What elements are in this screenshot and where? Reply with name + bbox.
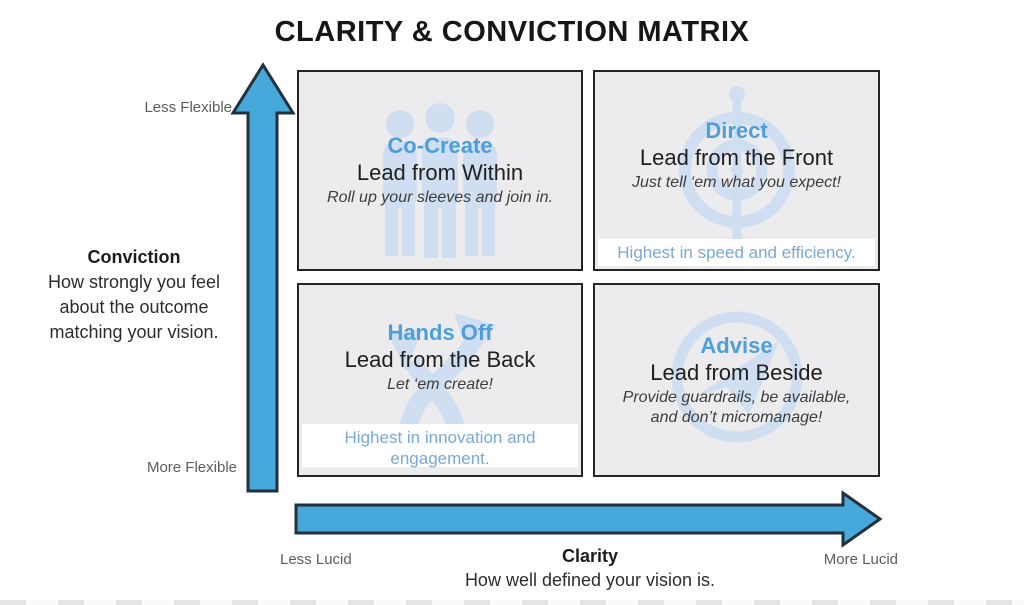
vertical-axis-arrow-icon xyxy=(230,62,296,493)
quadrant-tagline: Just tell ‘em what you expect! xyxy=(632,174,841,191)
quadrant-title: Direct xyxy=(705,118,768,143)
quadrant-subtitle: Lead from Beside xyxy=(650,359,823,385)
quadrant-content: Hands Off Lead from the Back Let ‘em cre… xyxy=(345,320,536,395)
x-axis-right-label: More Lucid xyxy=(823,551,898,568)
horizontal-axis-arrow-icon xyxy=(294,490,883,548)
cropped-next-row-edge xyxy=(0,600,1024,605)
page-title: CLARITY & CONVICTION MATRIX xyxy=(274,16,750,48)
y-axis-description-line: about the outcome xyxy=(59,297,209,317)
quadrant-note: Highest in innovation and engagement. xyxy=(302,424,578,468)
quadrant-advise: Advise Lead from Beside Provide guardrai… xyxy=(593,283,880,477)
quadrant-title: Advise xyxy=(700,332,773,358)
quadrant-content: Co-Create Lead from Within Roll up your … xyxy=(327,133,553,208)
y-axis-title-block: Conviction How strongly you feel about t… xyxy=(24,245,244,345)
quadrant-direct: Direct Lead from the Front Just tell ‘em… xyxy=(593,70,880,271)
y-axis-description-line: How strongly you feel xyxy=(47,272,221,292)
y-axis-name: Conviction xyxy=(87,247,181,267)
quadrant-content: Advise Lead from Beside Provide guardrai… xyxy=(611,333,863,428)
quadrant-title: Hands Off xyxy=(387,319,493,345)
y-axis-top-label: Less Flexible xyxy=(144,99,232,116)
x-axis-left-label: Less Lucid xyxy=(280,551,352,568)
quadrant-tagline: Roll up your sleeves and join in. xyxy=(327,189,553,206)
quadrant-co-create: Co-Create Lead from Within Roll up your … xyxy=(297,70,583,271)
x-axis-name: Clarity xyxy=(561,546,619,566)
quadrant-hands-off: Hands Off Lead from the Back Let ‘em cre… xyxy=(297,283,583,477)
quadrant-tagline: Provide guardrails, be available, and do… xyxy=(622,388,851,426)
quadrant-subtitle: Lead from Within xyxy=(356,160,524,185)
quadrant-note: Highest in speed and efficiency. xyxy=(598,239,875,266)
x-axis-title-block: Clarity How well defined your vision is. xyxy=(290,544,890,592)
x-axis-description: How well defined your vision is. xyxy=(464,570,716,590)
quadrant-subtitle: Lead from the Back xyxy=(344,346,536,372)
y-axis-description-line: matching your vision. xyxy=(49,322,219,342)
y-axis-bottom-label: More Flexible xyxy=(146,459,237,476)
people-group-icon xyxy=(383,103,497,258)
quadrant-title: Co-Create xyxy=(387,133,493,158)
quadrant-content: Direct Lead from the Front Just tell ‘em… xyxy=(632,118,841,193)
quadrant-subtitle: Lead from the Front xyxy=(639,145,834,170)
compass-icon xyxy=(671,311,802,443)
quadrant-tagline: Let ‘em create! xyxy=(387,375,493,393)
